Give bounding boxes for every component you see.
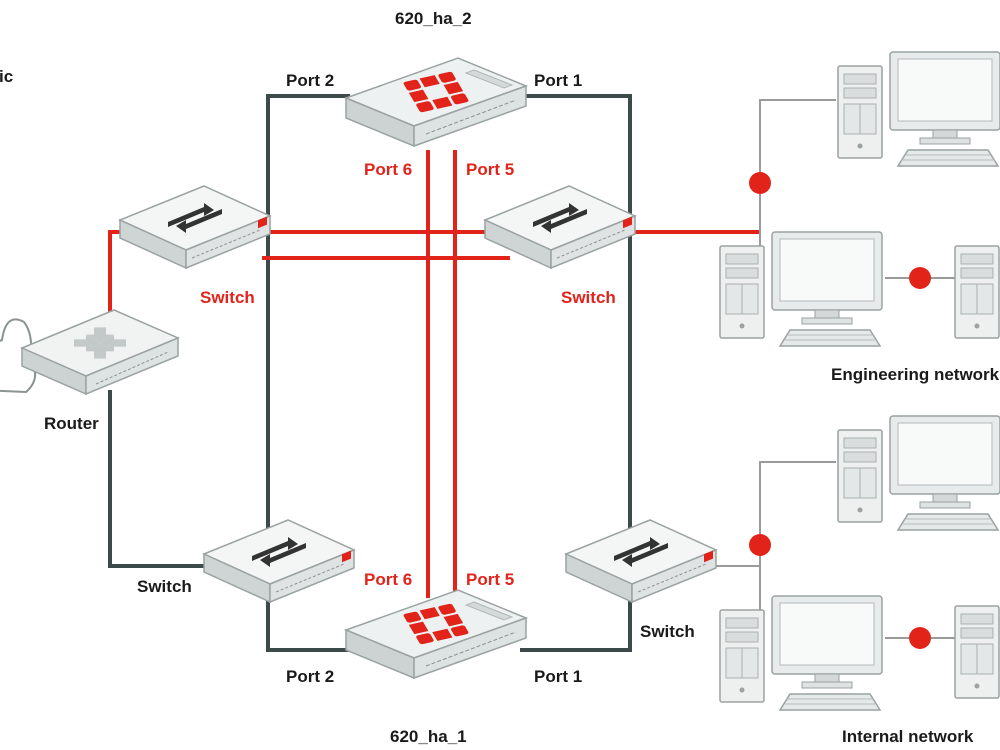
router-label: Router <box>44 414 99 433</box>
top-port6-label: Port 6 <box>364 160 412 179</box>
internet-cloud-icon <box>0 318 37 394</box>
switch-bottom-right-label: Switch <box>640 622 695 641</box>
bottom-port5-label: Port 5 <box>466 570 514 589</box>
link-eng-hub <box>759 99 836 232</box>
firewall-top-icon <box>345 57 527 147</box>
router-icon <box>21 309 179 395</box>
internal-workstation-2-icon <box>719 595 883 711</box>
top-left-fragment-label: ic <box>0 67 13 86</box>
top-port1-label: Port 1 <box>534 71 582 90</box>
switch-bottom-right-icon <box>565 519 717 603</box>
link-router-red-switch <box>108 230 128 312</box>
switch-bottom-left-label: Switch <box>137 577 192 596</box>
switch-red-left-icon <box>119 185 271 269</box>
link-bottom-port2 <box>266 600 350 652</box>
link-int-hub <box>700 461 836 567</box>
top-port5-label: Port 5 <box>466 160 514 179</box>
engineering-workstation-1-icon <box>837 51 1000 167</box>
link-top-port1 <box>520 94 632 530</box>
internal-server-icon <box>954 605 1000 699</box>
bottom-port2-label: Port 2 <box>286 667 334 686</box>
switch-bottom-left-icon <box>203 519 355 603</box>
link-bottom-port1 <box>520 590 632 652</box>
engineering-junction-dot <box>749 172 771 194</box>
firewall-bottom-icon <box>345 589 527 679</box>
engineering-server-junction-dot <box>909 267 931 289</box>
internal-server-junction-dot <box>909 627 931 649</box>
internal-network-label: Internal network <box>842 727 974 746</box>
engineering-workstation-2-icon <box>719 231 883 347</box>
engineering-network-label: Engineering network <box>831 365 1000 384</box>
internal-workstation-1-icon <box>837 415 1000 531</box>
red-links <box>108 150 760 598</box>
link-router-switch <box>108 390 210 568</box>
link-top-port2 <box>266 94 350 530</box>
switch-red-left-label: Switch <box>200 288 255 307</box>
firewall-top-name: 620_ha_2 <box>395 9 472 28</box>
switch-red-right-label: Switch <box>561 288 616 307</box>
internal-junction-dot <box>749 534 771 556</box>
firewall-bottom-name: 620_ha_1 <box>390 727 467 746</box>
engineering-server-icon <box>954 245 1000 339</box>
bottom-port6-label: Port 6 <box>364 570 412 589</box>
switch-red-right-icon <box>484 185 636 269</box>
bottom-port1-label: Port 1 <box>534 667 582 686</box>
top-port2-label: Port 2 <box>286 71 334 90</box>
